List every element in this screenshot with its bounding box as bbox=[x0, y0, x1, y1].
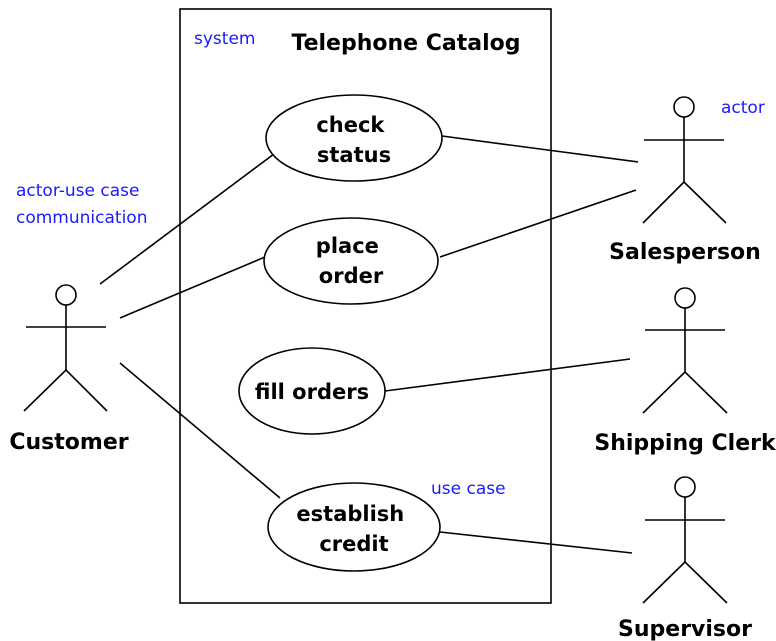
use-case-ellipse bbox=[267, 482, 441, 572]
annotation-communication: actor-use case communication bbox=[16, 181, 147, 228]
use-case-label: establish credit bbox=[296, 502, 411, 556]
actor-name: Shipping Clerk bbox=[594, 431, 776, 456]
annotation-communication-line: communication bbox=[16, 208, 147, 228]
stick-figure-icon bbox=[642, 476, 728, 604]
system-boundary-box bbox=[179, 8, 552, 604]
actor-name: Supervisor bbox=[618, 617, 752, 641]
assoc-salesperson-check-status bbox=[441, 135, 639, 163]
use-case-label-line: fill orders bbox=[255, 380, 369, 404]
stick-figure-icon bbox=[642, 287, 728, 414]
actor-shipping-clerk: Shipping Clerk bbox=[594, 287, 776, 456]
use-case-label-line: place bbox=[316, 234, 379, 258]
actor-customer: Customer bbox=[9, 284, 129, 455]
use-case-fill-orders: fill orders bbox=[238, 347, 386, 435]
assoc-customer-check-status bbox=[99, 150, 279, 285]
system-note-label: system bbox=[194, 29, 255, 49]
system-title: Telephone Catalog bbox=[292, 31, 521, 56]
use-case-label-line: order bbox=[319, 264, 384, 288]
use-case-ellipse bbox=[263, 217, 439, 305]
use-case-ellipse bbox=[265, 94, 443, 182]
use-case-place-order: place order bbox=[263, 217, 439, 305]
stick-figure-icon bbox=[642, 96, 727, 224]
annotation-actor: actor bbox=[721, 98, 765, 118]
stick-figure-icon bbox=[23, 284, 108, 412]
actor-name: Customer bbox=[9, 430, 128, 455]
use-case-ellipse bbox=[238, 347, 386, 435]
annotation-communication-line: actor-use case bbox=[16, 181, 139, 201]
associations bbox=[99, 135, 639, 554]
actor-supervisor: Supervisor bbox=[618, 476, 752, 641]
use-case-label-line: credit bbox=[319, 532, 388, 556]
system-boundary: system Telephone Catalog bbox=[179, 8, 552, 604]
actor-salesperson: Salesperson bbox=[609, 96, 761, 265]
assoc-supervisor-establish-credit bbox=[439, 531, 633, 554]
use-case-label-line: establish bbox=[296, 502, 404, 526]
annotation-use-case: use case bbox=[431, 479, 506, 499]
actor-name: Salesperson bbox=[609, 240, 761, 265]
assoc-salesperson-place-order bbox=[439, 189, 637, 258]
assoc-shipping-clerk-fill-orders bbox=[384, 358, 631, 392]
use-case-check-status: check status bbox=[265, 94, 443, 182]
use-case-label: place order bbox=[316, 234, 386, 288]
use-case-label-line: status bbox=[317, 143, 391, 167]
use-case-label-line: check bbox=[316, 113, 385, 137]
assoc-customer-place-order bbox=[119, 256, 266, 319]
use-case-label: check status bbox=[316, 113, 391, 167]
use-case-label: fill orders bbox=[255, 380, 369, 404]
assoc-customer-establish-credit bbox=[119, 362, 281, 499]
use-case-establish-credit: establish credit bbox=[267, 482, 441, 572]
